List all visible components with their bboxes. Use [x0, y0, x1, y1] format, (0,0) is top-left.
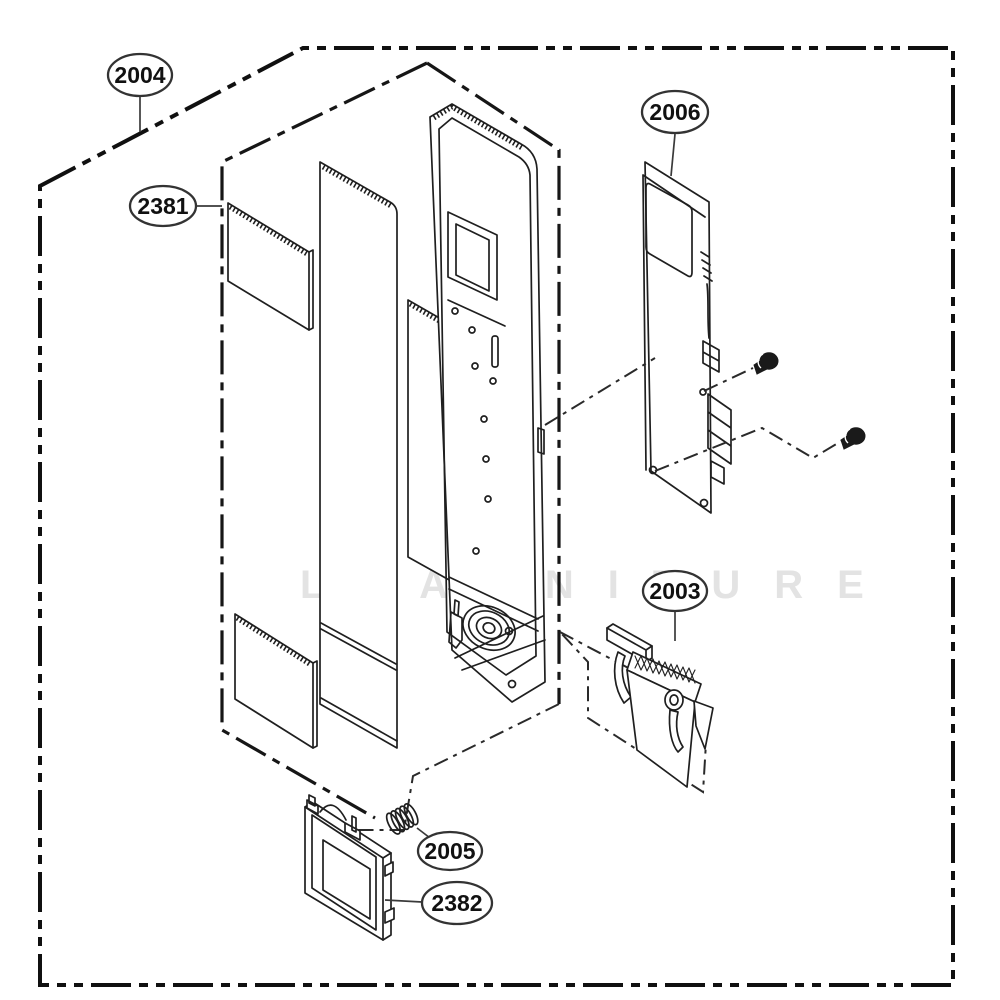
- callout-2381[interactable]: 2381: [128, 184, 222, 228]
- control-panel-frame: [429, 103, 546, 703]
- display-pcb-board: [642, 161, 732, 514]
- latch-flange: [693, 700, 714, 750]
- knob-frame: [304, 794, 395, 941]
- screw-2-axis: [654, 426, 844, 472]
- callout-2005[interactable]: 2005: [416, 827, 484, 872]
- callout-2004-label: 2004: [114, 62, 165, 88]
- outer-assembly-boundary: [38, 46, 955, 987]
- glass-window-strip: [319, 161, 398, 749]
- coil-spring: [385, 803, 419, 835]
- callout-2382-label: 2382: [431, 890, 482, 916]
- callout-2006-label: 2006: [649, 99, 700, 125]
- callout-2005-label: 2005: [424, 838, 475, 864]
- encoder-mount: [462, 604, 516, 652]
- inner-assembly-boundary: [220, 61, 561, 820]
- callout-2381-label: 2381: [137, 193, 188, 219]
- screw-1-axis: [703, 367, 754, 392]
- callout-2003[interactable]: 2003: [641, 569, 709, 641]
- lower-glass-panel: [234, 613, 318, 749]
- screw-2: [840, 427, 866, 450]
- latch-body: [606, 623, 714, 788]
- panel-to-pcb-phantom-line: [544, 357, 656, 426]
- callout-2003-label: 2003: [649, 578, 700, 604]
- callout-2006[interactable]: 2006: [640, 89, 710, 177]
- screw-1: [753, 352, 779, 375]
- knob-axis-phantom-line: [356, 703, 560, 831]
- display-module: [645, 182, 693, 278]
- overlay-glass-panel-2381: [227, 202, 314, 331]
- callout-2382[interactable]: 2382: [384, 880, 494, 926]
- callout-2004[interactable]: 2004: [106, 52, 174, 132]
